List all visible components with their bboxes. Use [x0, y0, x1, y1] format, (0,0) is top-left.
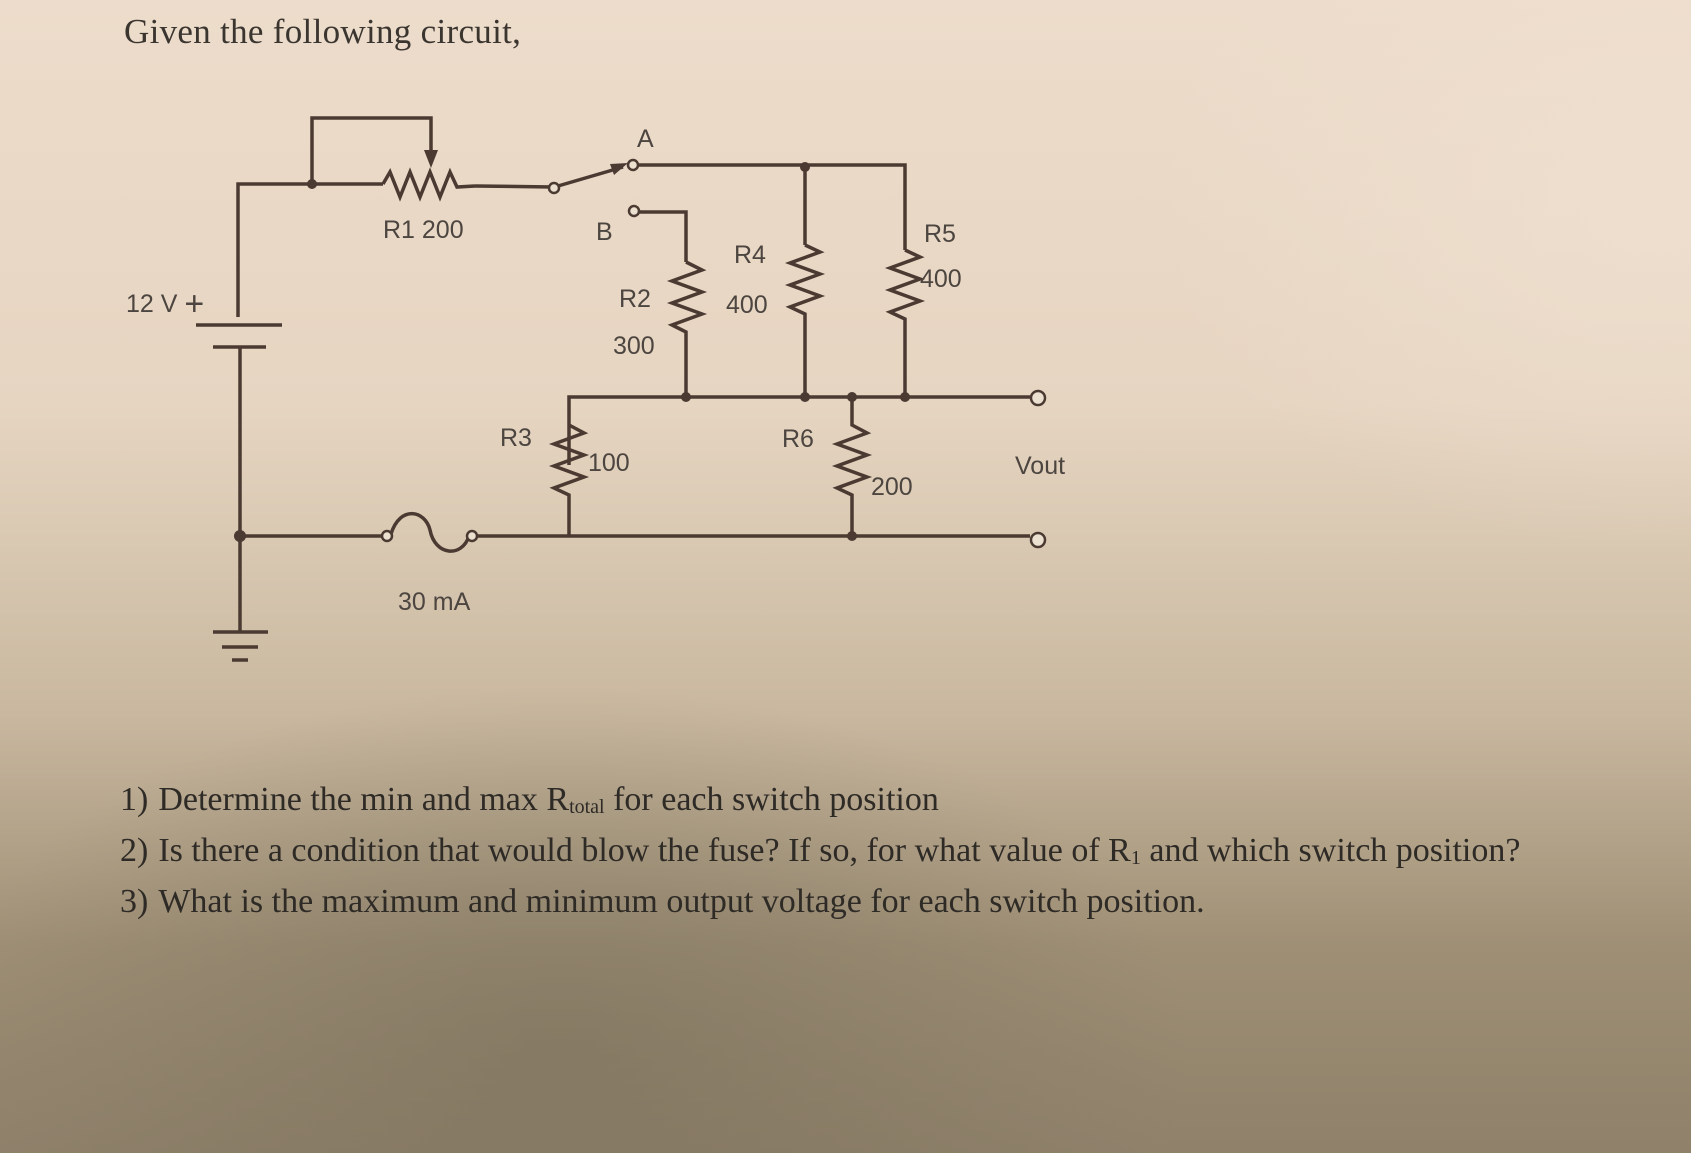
ground-icon [213, 536, 268, 662]
switch-icon [547, 158, 641, 218]
resistor-r5-icon [884, 248, 926, 395]
switch-position-b-label: B [596, 218, 613, 246]
vout-label: Vout [1015, 452, 1066, 480]
vout-negative-terminal [1029, 531, 1047, 549]
r1-label: R1 200 [383, 216, 464, 244]
question-2: 2)Is there a condition that would blow t… [120, 832, 1521, 869]
resistor-r2-icon [666, 260, 708, 395]
r5-name-label: R5 [924, 220, 956, 248]
question-1: 1)Determine the min and max Rtotal for e… [120, 781, 939, 818]
r4-name-label: R4 [734, 241, 766, 269]
battery-icon [196, 182, 312, 535]
fuse-rating-label: 30 mA [398, 588, 471, 616]
resistor-r4-icon [784, 243, 826, 395]
r5-value-label: 400 [920, 265, 962, 293]
vout-positive-terminal [1029, 389, 1047, 407]
r3-name-label: R3 [500, 424, 532, 452]
intro-text: Given the following circuit, [124, 12, 522, 51]
r6-name-label: R6 [782, 425, 814, 453]
r2-name-label: R2 [619, 285, 651, 313]
question-3: 3)What is the maximum and minimum output… [120, 883, 1205, 920]
r2-value-label: 300 [613, 332, 655, 360]
question-list: 1)Determine the min and max Rtotal for e… [120, 778, 1580, 923]
plus-icon: + [184, 285, 205, 323]
r4-value-label: 400 [726, 291, 768, 319]
potentiometer-r1-icon [307, 116, 554, 202]
fuse-icon [380, 512, 479, 553]
r6-value-label: 200 [871, 473, 913, 501]
resistor-r3-icon [548, 423, 590, 535]
resistor-r6-icon [831, 397, 873, 535]
circuit-diagram [196, 116, 1047, 662]
switch-position-a-label: A [637, 125, 654, 153]
source-voltage-label: 12 V + [126, 285, 205, 323]
r3-value-label: 100 [588, 449, 630, 477]
